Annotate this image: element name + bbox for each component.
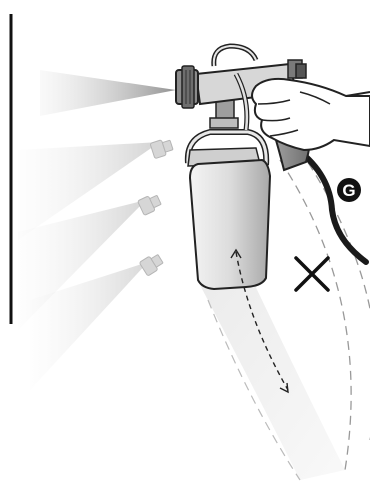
- callout-letter: G: [342, 181, 355, 200]
- callout-badge: G: [337, 178, 361, 202]
- tilt-arc-arrow: [230, 248, 289, 394]
- tilt-arc: [200, 149, 370, 481]
- hand: [251, 77, 370, 152]
- ghost-nozzle-icon: [137, 195, 162, 216]
- main-spray-fan: [40, 70, 176, 116]
- wrong-x-mark-icon: [294, 256, 330, 292]
- ghost-spray-fan-3: [30, 262, 148, 390]
- ghost-spray-fan-1: [18, 142, 160, 240]
- ghost-nozzle-icon: [150, 139, 174, 159]
- paint-cup: [184, 95, 272, 291]
- ghost-nozzle-icon: [139, 254, 164, 276]
- ghost-spray-fans: [18, 142, 160, 390]
- air-hose: [295, 147, 369, 265]
- ghost-nozzles: [137, 139, 174, 276]
